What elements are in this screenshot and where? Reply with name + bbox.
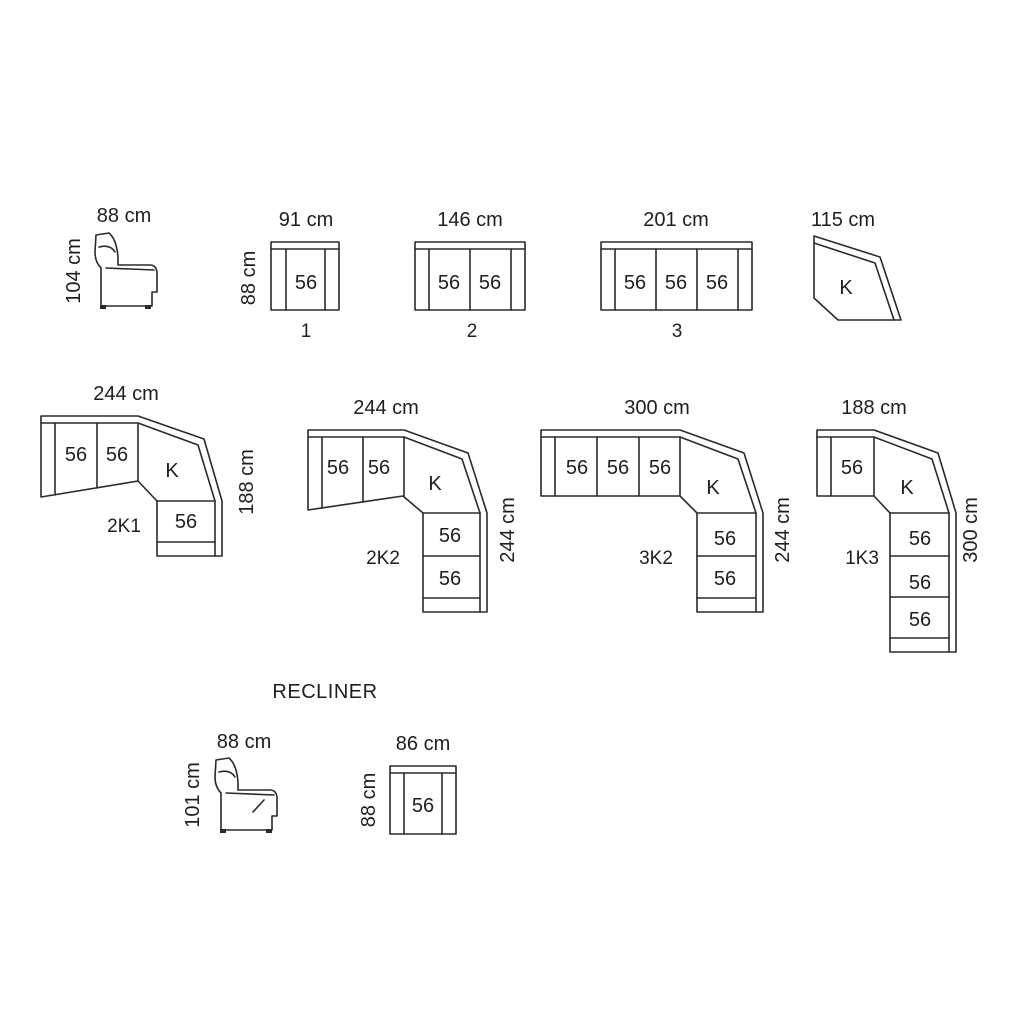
2k2-corner-seat: K [428,473,442,495]
recliner-module-seat: 56 [412,795,434,817]
2k2-outline [307,429,488,613]
module-3-seat-3: 56 [706,272,728,294]
module-1-width-label: 91 cm [279,209,333,231]
module-2-width-label: 146 cm [437,209,503,231]
3k2-seat-2: 56 [607,457,629,479]
corner-sofa-1k3: 188 cm 300 cm 56 K 56 56 56 1K3 [816,397,982,653]
3k2-seat-1: 56 [566,457,588,479]
1k3-outline [816,429,957,653]
recliner-chair-height-label: 101 cm [182,762,204,828]
module-2-seater: 146 cm 56 56 2 [414,209,526,342]
module-3-outline [600,241,753,311]
recliner-module-outline [389,765,457,835]
corner-seat: K [839,277,853,299]
1k3-seat-2: 56 [909,528,931,550]
2k1-seat-3: 56 [175,511,197,533]
module-3-seat-2: 56 [665,272,687,294]
1k3-corner-seat: K [900,477,914,499]
module-3-label: 3 [672,321,683,342]
recliner-module-width-label: 86 cm [396,733,450,755]
2k1-width-label: 244 cm [93,383,159,405]
2k2-seat-4: 56 [439,568,461,590]
corner-sofa-2k2: 244 cm 244 cm 56 56 K 56 56 2K2 [307,397,519,613]
1k3-seat-1: 56 [841,457,863,479]
1k3-seat-3: 56 [909,572,931,594]
armchair-height-label: 104 cm [63,238,85,304]
module-3-seat-1: 56 [624,272,646,294]
2k2-depth-label: 244 cm [497,497,519,563]
module-3-width-label: 201 cm [643,209,709,231]
3k2-depth-label: 244 cm [772,497,794,563]
recliner-lever-icon [252,799,265,813]
module-1-seat: 56 [295,272,317,294]
2k2-width-label: 244 cm [353,397,419,419]
2k2-label: 2K2 [366,548,400,569]
2k1-seat-2: 56 [106,444,128,466]
corner-module: 115 cm K [811,209,902,321]
recliner-module: 86 cm 88 cm 56 [358,733,457,835]
module-1-outline [270,241,340,311]
corner-outline [813,235,902,321]
module-2-seat-2: 56 [479,272,501,294]
armchair-width-label: 88 cm [97,205,151,227]
recliner-title: RECLINER [272,681,377,703]
recliner-chair-width-label: 88 cm [217,731,271,753]
module-2-label: 2 [467,321,478,342]
1k3-width-label: 188 cm [841,397,907,419]
module-1-label: 1 [301,321,312,342]
3k2-width-label: 300 cm [624,397,690,419]
1k3-label: 1K3 [845,548,879,569]
2k2-seat-3: 56 [439,525,461,547]
recliner-module-depth-label: 88 cm [358,773,380,827]
corner-width-label: 115 cm [811,209,875,231]
2k2-seat-1: 56 [327,457,349,479]
module-3-seater: 201 cm 56 56 56 3 [600,209,753,342]
corner-sofa-3k2: 300 cm 244 cm 56 56 56 K 56 56 3K2 [540,397,794,613]
2k1-label: 2K1 [107,516,141,537]
module-1-depth-label: 88 cm [238,251,260,305]
2k1-outline [40,415,223,557]
armchair-side-view: 88 cm 104 cm [63,205,158,309]
2k1-corner-seat: K [165,460,179,482]
module-1-seater: 91 cm 88 cm 56 1 [238,209,340,342]
3k2-seat-5: 56 [714,568,736,590]
3k2-seat-3: 56 [649,457,671,479]
recliner-side-view: 88 cm 101 cm [182,731,278,833]
3k2-label: 3K2 [639,548,673,569]
2k1-seat-1: 56 [65,444,87,466]
1k3-depth-label: 300 cm [960,497,982,563]
3k2-corner-seat: K [706,477,720,499]
3k2-seat-4: 56 [714,528,736,550]
2k2-seat-2: 56 [368,457,390,479]
corner-sofa-2k1: 244 cm 188 cm 56 56 K 56 2K1 [40,383,258,557]
module-2-seat-1: 56 [438,272,460,294]
2k1-depth-label: 188 cm [236,449,258,515]
1k3-seat-4: 56 [909,609,931,631]
